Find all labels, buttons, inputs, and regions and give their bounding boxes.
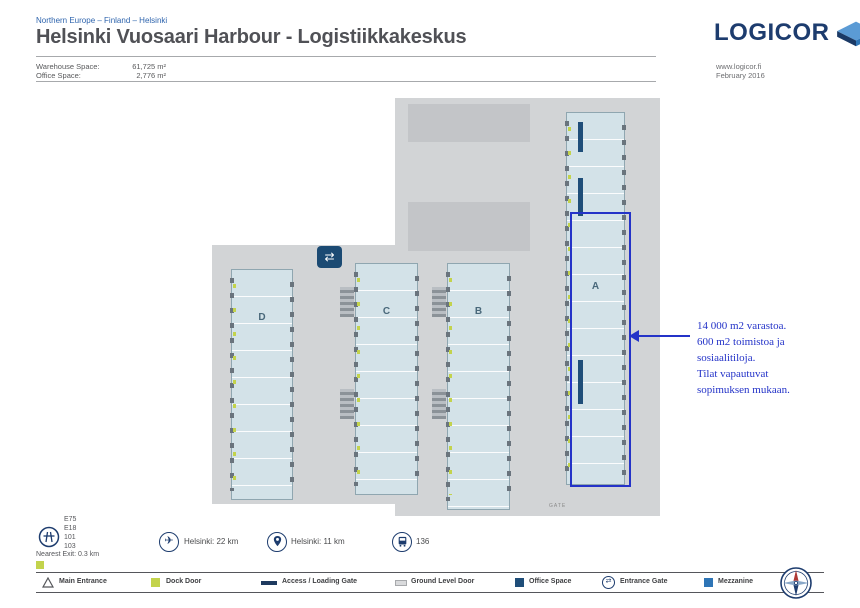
building-a-label: A [591,281,600,292]
annotation-line: sopimuksen mukaan. [697,384,790,396]
legend-label-entrance-gate: Entrance Gate [620,578,668,585]
stair-block [432,287,446,317]
legend-bottom-border [36,592,824,593]
publication-date: February 2016 [716,71,765,80]
entrance-gate-map-icon: ⇄ [317,246,342,268]
parking-area-top [408,104,530,142]
building-d-label: D [258,312,266,323]
motorway-sign-icon [38,526,60,548]
title-divider [36,56,656,57]
plane-icon: ✈ [159,532,179,552]
legend-label-ground-level-door: Ground Level Door [411,578,475,585]
dock-door-icon [151,578,160,587]
warehouse-space-stat: Warehouse Space: 61,725 m² [36,62,166,71]
compass-icon [780,567,812,599]
access-loading-gate-mark [578,122,583,152]
stair-block [340,287,354,317]
access-loading-gate-mark [578,178,583,216]
stats-divider [36,81,656,82]
office-space-stat: Office Space: 2,776 m² [36,71,166,80]
bus-icon [392,532,412,552]
building-a: A [565,112,626,485]
website-url: www.logicor.fi [716,62,762,71]
legend-label-main-entrance: Main Entrance [59,578,107,585]
dock-door-strip [233,284,236,485]
office-space-label: Office Space: [36,71,81,80]
dock-door-strip [568,127,571,470]
legend-top-border [36,572,824,573]
annotation-arrow-line [638,335,690,337]
legend-label-office-space: Office Space [529,578,572,585]
stair-block [340,389,354,419]
availability-annotation: 14 000 m2 varastoa. 600 m2 toimistoa ja … [697,318,857,398]
logo-text: LOGICOR [714,19,830,46]
annotation-line: 14 000 m2 varastoa. [697,320,787,332]
logicor-logo: LOGICOR [714,16,860,50]
mezzanine-icon [704,578,713,587]
road-number: 101 [64,534,76,541]
warehouse-space-value: 61,725 m² [132,62,166,71]
road-number: 103 [64,543,76,550]
nearest-exit-text: Nearest Exit: 0.3 km [36,551,100,558]
office-space-value: 2,776 m² [136,71,166,80]
legend-label-access-loading-gate: Access / Loading Gate [282,578,358,585]
legend-label-dock-door: Dock Door [166,578,202,585]
ground-level-door-icon [395,580,407,586]
logo-diamond-icon [836,21,860,47]
page-title: Helsinki Vuosaari Harbour - Logistiikkak… [36,26,467,48]
annotation-line: sosiaalitiloja. [697,352,756,364]
dock-door-strip [357,278,360,480]
bus-route-number: 136 [416,537,430,546]
map-pin-icon [267,532,287,552]
annotation-line: Tilat vapautuvat [697,368,769,380]
city-distance: Helsinki: 11 km [291,537,345,546]
dock-door-strip [449,278,452,495]
airport-distance: Helsinki: 22 km [184,537,239,546]
annotation-line: 600 m2 toimistoa ja [697,336,785,348]
building-b-label: B [474,306,483,317]
road-number: E75 [64,516,77,523]
building-c: C [354,263,419,495]
building-d: D [230,269,294,500]
stair-block [432,389,446,419]
legend-label-mezzanine: Mezzanine [718,578,754,585]
road-number: E18 [64,525,77,532]
warehouse-space-label: Warehouse Space: [36,62,100,71]
office-space-icon [515,578,524,587]
annotation-arrow-head [629,330,639,342]
breadcrumb: Northern Europe – Finland – Helsinki [36,16,168,25]
access-loading-gate-mark [578,360,583,404]
main-entrance-icon [42,577,54,588]
dock-door-swatch [36,561,44,569]
access-loading-gate-icon [261,581,277,585]
building-c-label: C [382,306,391,317]
gate-label: GATE [549,503,567,509]
parking-area-mid [408,202,530,251]
highlighted-unit-outline [570,212,631,487]
entrance-gate-icon: ⇄ [602,576,615,589]
building-b: B [446,263,511,510]
road-numbers: E75 E18 101 103 [64,515,76,551]
